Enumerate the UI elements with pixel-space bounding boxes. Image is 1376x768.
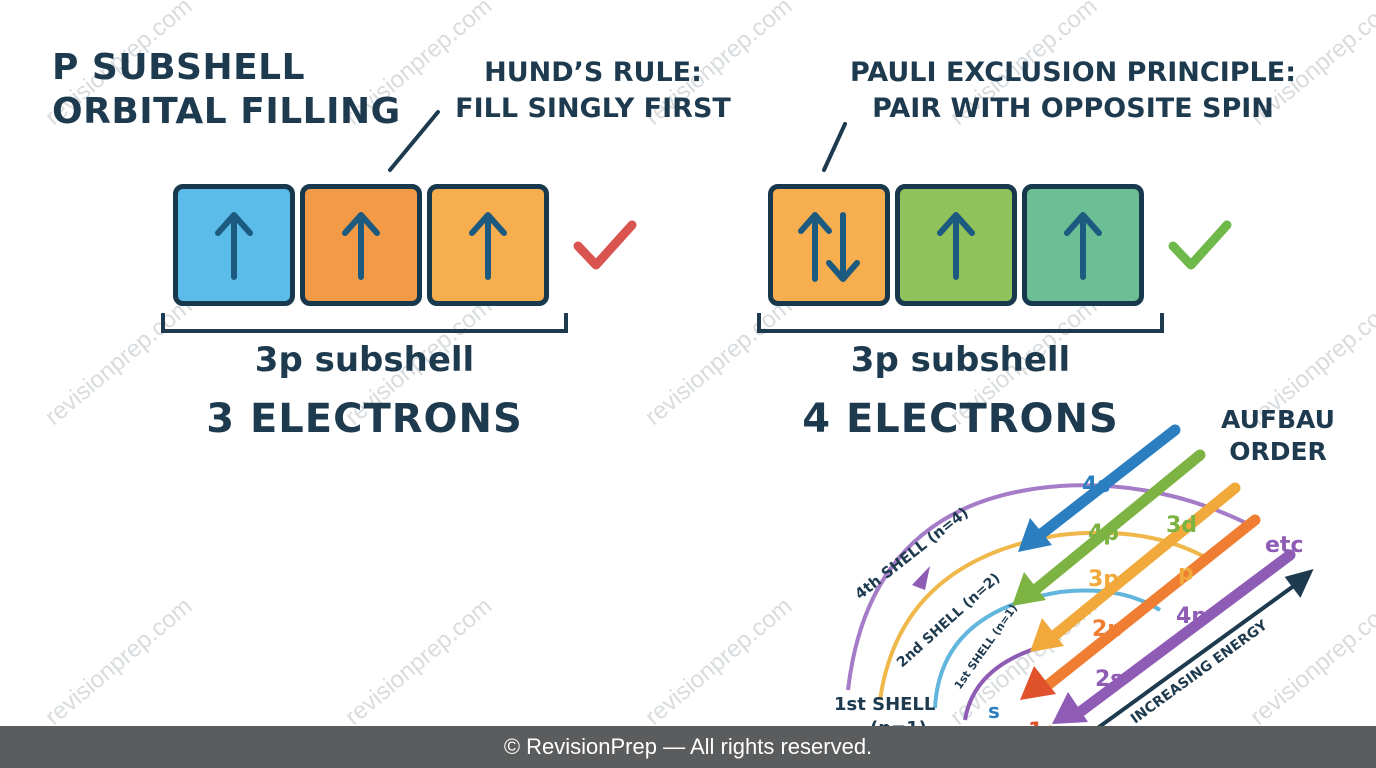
orbital-box-left-3 xyxy=(427,184,549,306)
pauli-line-2: PAIR WITH OPPOSITE SPIN xyxy=(872,93,1274,124)
arrow-etc xyxy=(1074,549,1296,718)
orbital-label-etc: etc xyxy=(1265,533,1303,558)
pauli-line-1: PAULI EXCLUSION PRINCIPLE: xyxy=(850,57,1296,88)
hunds-rule-callout: HUND’S RULE: FILL SINGLY FIRST xyxy=(448,55,738,127)
arrow-head-icon xyxy=(912,566,930,590)
orbital-label-2s: 2s xyxy=(1095,667,1123,692)
shell-arc-4 xyxy=(846,483,1251,691)
spin-pair-arrows-icon xyxy=(798,212,860,282)
orbital-label-4p: 4p xyxy=(1088,521,1119,546)
left-bracket xyxy=(161,313,568,333)
shell-arc-3 xyxy=(878,530,1212,701)
shell-bottom-line-1: 1st SHELL xyxy=(834,694,935,715)
spin-up-arrow-icon xyxy=(469,212,507,280)
energy-arrowhead xyxy=(1284,568,1314,598)
orbital-label-4s: 4s xyxy=(1082,473,1110,498)
hunds-rule-line-1: HUND’S RULE: xyxy=(484,57,702,88)
aufbau-title: AUFBAU ORDER xyxy=(1208,404,1348,468)
hunds-pointer-line xyxy=(388,110,440,172)
arrowhead-etc xyxy=(1052,692,1088,724)
arrow-3d xyxy=(1049,482,1241,641)
arrowhead-p xyxy=(1020,666,1056,700)
spin-up-arrow-icon xyxy=(937,212,975,280)
right-bracket xyxy=(757,313,1164,333)
check-icon xyxy=(573,220,637,270)
orbital-box-right-3 xyxy=(1022,184,1144,306)
orbital-label-s: s xyxy=(988,699,1000,723)
right-electron-count: 4 ELECTRONS xyxy=(802,396,1119,442)
right-subshell-caption: 3p subshell xyxy=(850,340,1071,380)
check-icon xyxy=(1168,220,1232,270)
spin-up-arrow-icon xyxy=(1064,212,1102,280)
orbital-label-2p: 2p xyxy=(1092,617,1123,642)
pauli-pointer-line xyxy=(822,122,847,172)
spin-up-arrow-icon xyxy=(342,212,380,280)
orbital-box-left-2 xyxy=(300,184,422,306)
aufbau-title-line-1: AUFBAU xyxy=(1221,405,1335,434)
orbital-label-4p-purple: 4p xyxy=(1176,604,1207,629)
orbital-box-left-1 xyxy=(173,184,295,306)
shell-label-4: 4th SHELL (n=4) xyxy=(851,503,972,603)
spin-up-arrow-icon xyxy=(215,212,253,280)
pauli-callout: PAULI EXCLUSION PRINCIPLE: PAIR WITH OPP… xyxy=(838,55,1308,127)
left-electron-count: 3 ELECTRONS xyxy=(206,396,523,442)
orbital-label-3d: 3d xyxy=(1166,513,1197,538)
copyright-footer: © RevisionPrep — All rights reserved. xyxy=(0,726,1376,768)
arrowhead-4s xyxy=(1018,518,1052,552)
orbital-label-p: p xyxy=(1178,561,1194,586)
hunds-rule-line-2: FILL SINGLY FIRST xyxy=(455,93,731,124)
title-line-1: P SUBSHELL xyxy=(52,47,306,88)
arrow-p xyxy=(1042,514,1261,691)
orbital-label-3p: 3p xyxy=(1088,567,1119,592)
energy-arrow xyxy=(1086,583,1297,737)
left-subshell-caption: 3p subshell xyxy=(254,340,475,380)
energy-label: INCREASING ENERGY xyxy=(1128,617,1271,727)
aufbau-title-line-2: ORDER xyxy=(1229,437,1327,466)
orbital-box-right-1 xyxy=(768,184,890,306)
arrowhead-3d xyxy=(1030,618,1064,652)
orbital-box-right-2 xyxy=(895,184,1017,306)
shell-arc-2 xyxy=(933,588,1162,709)
arrow-4s xyxy=(1034,424,1181,541)
title-line-2: ORBITAL FILLING xyxy=(52,91,401,132)
arrowhead-4p-green xyxy=(1012,572,1046,606)
page-title: P SUBSHELL ORBITAL FILLING xyxy=(52,46,401,134)
arrow-4p-green xyxy=(1029,449,1206,596)
